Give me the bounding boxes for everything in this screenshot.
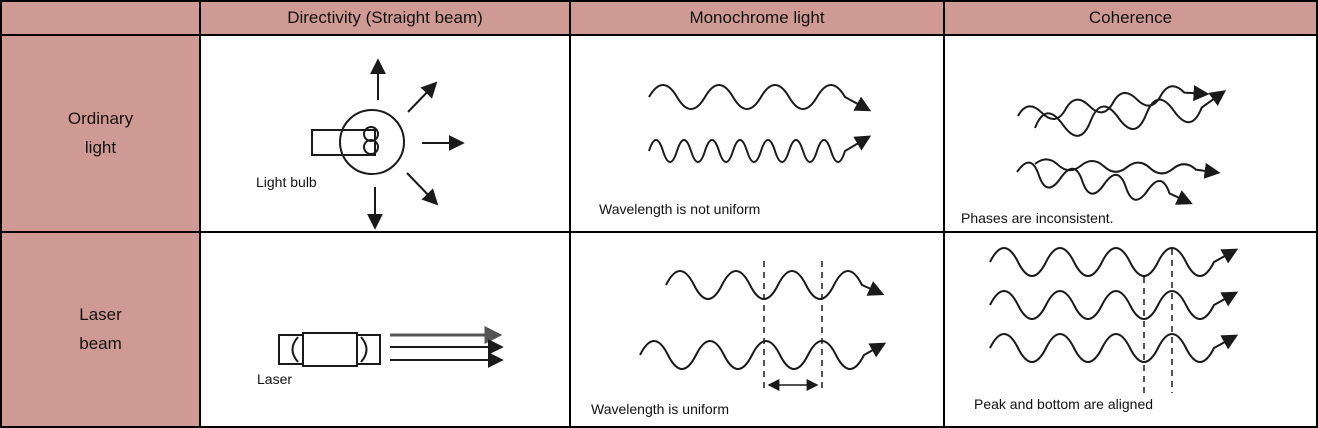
- row-label-line: Ordinary: [67, 109, 134, 128]
- bulb-filament: [363, 139, 379, 155]
- cell-ordinary-monochrome: Wavelength is not uniform: [571, 36, 943, 231]
- uniform-wave: [665, 270, 885, 300]
- incoherent-wave: [1034, 158, 1221, 179]
- column-header-monochrome: Monochrome light: [571, 2, 943, 34]
- inconsistent-phases-diagram: [1016, 85, 1227, 205]
- row-header-ordinary-light: Ordinary light: [2, 36, 199, 231]
- aligned-phases-diagram: [989, 247, 1239, 393]
- diagram-caption: Phases are inconsistent.: [961, 210, 1114, 226]
- incoherent-wave: [1034, 90, 1227, 137]
- row-header-laser-beam: Laser beam: [2, 233, 199, 426]
- laser-device-diagram: [278, 326, 504, 368]
- parallel-beam-arrows-icon: [390, 326, 504, 368]
- cell-ordinary-directivity: Light bulb: [201, 36, 569, 231]
- light-bulb-diagram: [311, 58, 465, 230]
- incoherent-wave: [1017, 85, 1210, 120]
- diagram-caption: Peak and bottom are aligned: [974, 396, 1154, 412]
- column-header-coherence: Coherence: [945, 2, 1316, 34]
- radiating-arrows-icon: [367, 58, 465, 230]
- arrow-up-right-icon: [407, 81, 438, 113]
- coherent-wave: [989, 247, 1239, 277]
- cell-laser-monochrome: Wavelength is uniform: [571, 233, 943, 426]
- cell-ordinary-coherence: Phases are inconsistent.: [945, 36, 1316, 231]
- laser-mirror-left: [291, 336, 299, 363]
- diagram-caption: Laser: [257, 371, 293, 387]
- diagram-caption: Wavelength is not uniform: [599, 201, 761, 217]
- uniform-wavelength-diagram: [639, 261, 887, 391]
- uniform-wave: [639, 340, 887, 370]
- cell-laser-coherence: Peak and bottom are aligned: [945, 233, 1316, 426]
- laser-cavity: [302, 332, 358, 367]
- arrow-down-right-icon: [406, 172, 439, 206]
- row-label-line: light: [84, 138, 117, 157]
- laser-mirror-right: [360, 336, 368, 363]
- coherent-wave: [989, 290, 1239, 320]
- row-label-line: beam: [79, 334, 122, 353]
- bulb-glass: [339, 109, 405, 175]
- column-header-directivity: Directivity (Straight beam): [201, 2, 569, 34]
- row-label-line: Laser: [79, 305, 122, 324]
- coherent-wave: [989, 333, 1239, 363]
- diagram-caption: Wavelength is uniform: [591, 401, 729, 417]
- cell-laser-directivity: Laser: [201, 233, 569, 426]
- short-wavelength-wave: [648, 135, 872, 163]
- nonuniform-wavelength-diagram: [648, 84, 872, 163]
- incoherent-wave: [1016, 161, 1193, 205]
- corner-cell: [2, 2, 199, 34]
- diagram-caption: Light bulb: [256, 174, 317, 190]
- long-wavelength-wave: [648, 84, 872, 112]
